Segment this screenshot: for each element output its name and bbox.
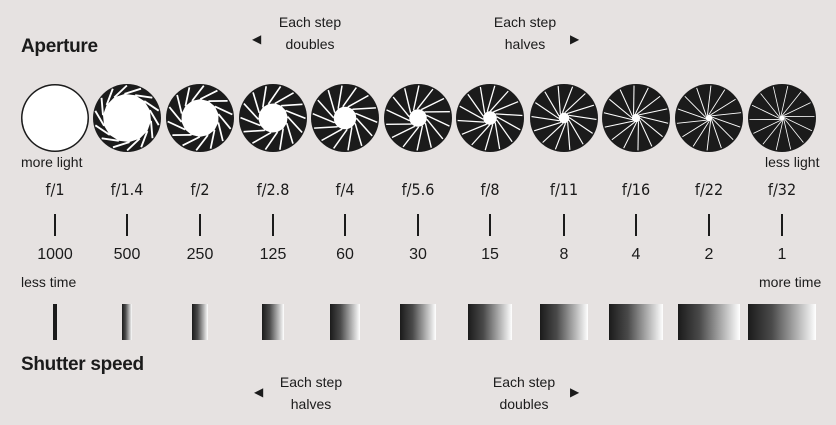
exposure-gradient-bar [400, 304, 436, 340]
tick-mark [417, 214, 419, 236]
exposure-gradient-bar [53, 304, 57, 340]
shutter-speed-label: 4 [631, 246, 641, 263]
shutter-speed-title: Shutter speed [21, 354, 144, 375]
tick-mark [344, 214, 346, 236]
triangle-right-icon: ▶ [570, 32, 580, 46]
shutter-speed-label: 8 [559, 246, 569, 263]
shutter-speed-label: 250 [186, 246, 214, 263]
exposure-gradient-bar [748, 304, 816, 340]
aperture-diagram-10 [675, 84, 743, 152]
aperture-right-note-line2: halves [504, 36, 546, 52]
shutter-speed-label: 15 [481, 246, 499, 263]
f-stop-label: f/22 [694, 180, 724, 199]
aperture-diagram-7 [456, 84, 524, 152]
aperture-diagram-3 [166, 84, 234, 152]
f-stop-label: f/2.8 [256, 180, 290, 199]
tick-mark [54, 214, 56, 236]
tick-mark [635, 214, 637, 236]
shutter-speed-label: 500 [113, 246, 141, 263]
shutter-speed-label: 2 [704, 246, 714, 263]
shutter-speed-label: 60 [336, 246, 354, 263]
aperture-diagram-11 [748, 84, 816, 152]
tick-mark [272, 214, 274, 236]
shutter-right-note-line2: doubles [499, 396, 549, 412]
exposure-gradient-bar [609, 304, 663, 340]
less-time-label: less time [21, 274, 77, 290]
exposure-gradient-bar [468, 304, 512, 340]
exposure-gradient-bar [262, 304, 284, 340]
aperture-diagram-5 [311, 84, 379, 152]
tick-mark [199, 214, 201, 236]
tick-mark [708, 214, 710, 236]
shutter-speed-label: 1 [777, 246, 787, 263]
triangle-left-icon: ◀ [252, 32, 262, 46]
f-stop-label: f/32 [767, 180, 797, 199]
aperture-title: Aperture [21, 36, 98, 57]
exposure-gradient-bar [330, 304, 360, 340]
tick-mark [126, 214, 128, 236]
f-stop-label: f/1 [45, 180, 65, 199]
f-stop-label: f/16 [621, 180, 651, 199]
f-stop-label: f/4 [335, 180, 355, 199]
aperture-diagram-8 [530, 84, 598, 152]
aperture-left-note: Each step doubles [265, 11, 355, 55]
tick-mark [781, 214, 783, 236]
triangle-left-icon: ◀ [254, 385, 264, 399]
tick-mark [489, 214, 491, 236]
tick-mark [563, 214, 565, 236]
more-time-label: more time [759, 274, 822, 290]
aperture-left-note-line1: Each step [278, 14, 342, 30]
exposure-gradient-bar [122, 304, 132, 340]
shutter-right-note: Each step doubles [479, 371, 569, 415]
shutter-speed-label: 125 [259, 246, 287, 263]
shutter-speed-label: 1000 [37, 246, 73, 263]
shutter-left-note-line2: halves [290, 396, 332, 412]
exposure-gradient-bar [192, 304, 208, 340]
triangle-right-icon: ▶ [570, 385, 580, 399]
aperture-diagram-2 [93, 84, 161, 152]
aperture-diagram-6 [384, 84, 452, 152]
f-stop-label: f/11 [549, 180, 579, 199]
aperture-diagram-4 [239, 84, 307, 152]
shutter-right-note-line1: Each step [492, 374, 556, 390]
f-stop-label: f/8 [480, 180, 500, 199]
less-light-label: less light [765, 154, 820, 170]
shutter-left-note-line1: Each step [279, 374, 343, 390]
aperture-left-note-line2: doubles [285, 36, 335, 52]
f-stop-label: f/5.6 [401, 180, 435, 199]
shutter-speed-label: 30 [409, 246, 427, 263]
exposure-gradient-bar [678, 304, 740, 340]
shutter-left-note: Each step halves [266, 371, 356, 415]
exposure-gradient-bar [540, 304, 588, 340]
aperture-right-note-line1: Each step [493, 14, 557, 30]
f-stop-label: f/2 [190, 180, 210, 199]
aperture-diagram-9 [602, 84, 670, 152]
aperture-right-note: Each step halves [480, 11, 570, 55]
f-stop-label: f/1.4 [110, 180, 144, 199]
aperture-diagram-1 [21, 84, 89, 152]
more-light-label: more light [21, 154, 83, 170]
